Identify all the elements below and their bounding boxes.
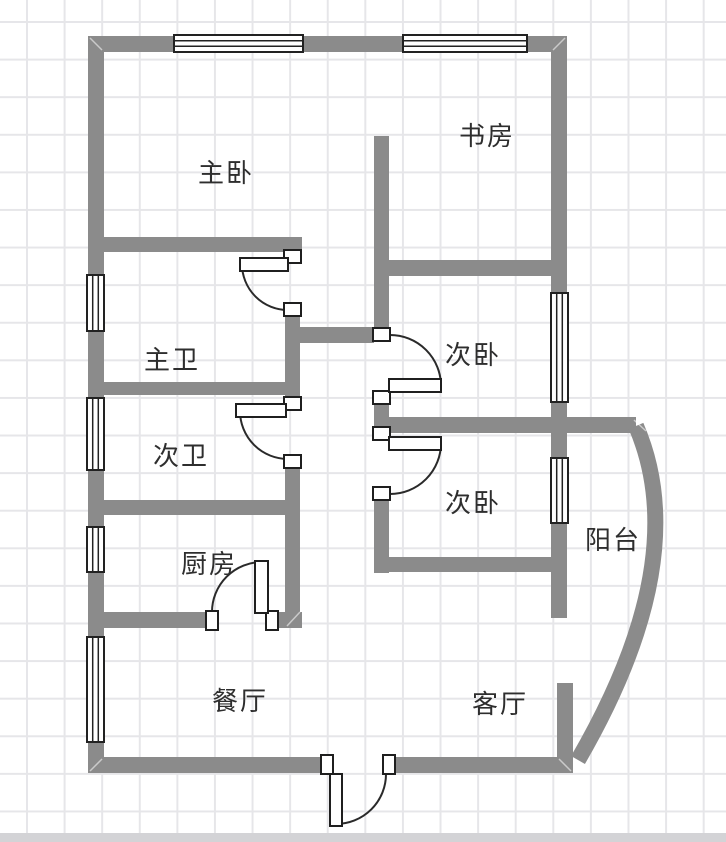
room-label-dining-room: 餐厅 xyxy=(212,686,268,716)
wall-miter xyxy=(558,758,572,772)
wall-segment xyxy=(551,523,567,618)
wall-segment xyxy=(389,260,552,276)
wall-miter xyxy=(89,758,103,772)
walls xyxy=(88,36,664,773)
wall-segment xyxy=(374,500,389,573)
wall-miter xyxy=(89,37,103,51)
wall-segment xyxy=(300,327,374,343)
wall-segment xyxy=(285,467,300,628)
room-labels: 主卧 书房 主卫 次卧 次卫 次卧 厨房 阳台 餐厅 客厅 xyxy=(144,121,641,719)
room-label-balcony: 阳台 xyxy=(585,525,641,555)
balcony-curved-wall xyxy=(571,422,664,765)
window-study xyxy=(402,34,528,53)
wall-segment xyxy=(88,757,332,773)
room-label-kitchen: 厨房 xyxy=(181,549,237,579)
wall-miter xyxy=(552,37,566,51)
room-label-master-bathroom: 主卫 xyxy=(144,345,200,375)
wall-segment xyxy=(374,136,389,328)
wall-segment xyxy=(303,36,403,52)
wall-segment xyxy=(88,36,104,275)
window-master-bedroom xyxy=(173,34,304,53)
door-third-bedroom xyxy=(372,426,442,501)
room-label-second-bathroom: 次卫 xyxy=(153,441,209,471)
wall-segment xyxy=(551,36,567,293)
wall-segment xyxy=(88,382,300,395)
door-second-bathroom xyxy=(235,396,302,469)
room-label-study: 书房 xyxy=(459,121,515,151)
room-label-third-bedroom: 次卧 xyxy=(445,488,501,518)
door-kitchen xyxy=(205,560,279,631)
room-label-master-bedroom: 主卧 xyxy=(198,158,254,188)
room-label-second-bedroom: 次卧 xyxy=(445,340,501,370)
door-master-bathroom xyxy=(239,249,302,317)
wall-miter xyxy=(286,611,301,627)
room-label-living-room: 客厅 xyxy=(472,689,528,719)
wall-segment xyxy=(88,500,300,515)
wall-segment xyxy=(88,36,174,52)
wall-segment xyxy=(88,331,104,398)
window-second-bedroom xyxy=(550,292,569,403)
wall-segment xyxy=(104,612,207,628)
wall-segment xyxy=(88,470,104,527)
window-dining-room xyxy=(86,636,105,743)
doors xyxy=(205,249,442,827)
wall-segment xyxy=(374,557,552,572)
windows xyxy=(86,34,569,743)
window-second-bathroom xyxy=(86,397,105,471)
wall-segment xyxy=(557,683,573,772)
wall-segment xyxy=(383,757,573,773)
door-entrance xyxy=(320,754,396,827)
door-second-bedroom xyxy=(372,327,442,405)
wall-segment xyxy=(374,417,636,433)
horizontal-scrollbar[interactable] xyxy=(0,833,726,842)
wall-segment xyxy=(285,316,300,398)
window-master-bathroom xyxy=(86,274,105,332)
window-kitchen xyxy=(86,526,105,573)
wall-segment xyxy=(88,237,302,252)
window-third-bedroom xyxy=(550,457,569,524)
wall-segment xyxy=(88,572,104,637)
wall-miter xyxy=(633,419,647,432)
